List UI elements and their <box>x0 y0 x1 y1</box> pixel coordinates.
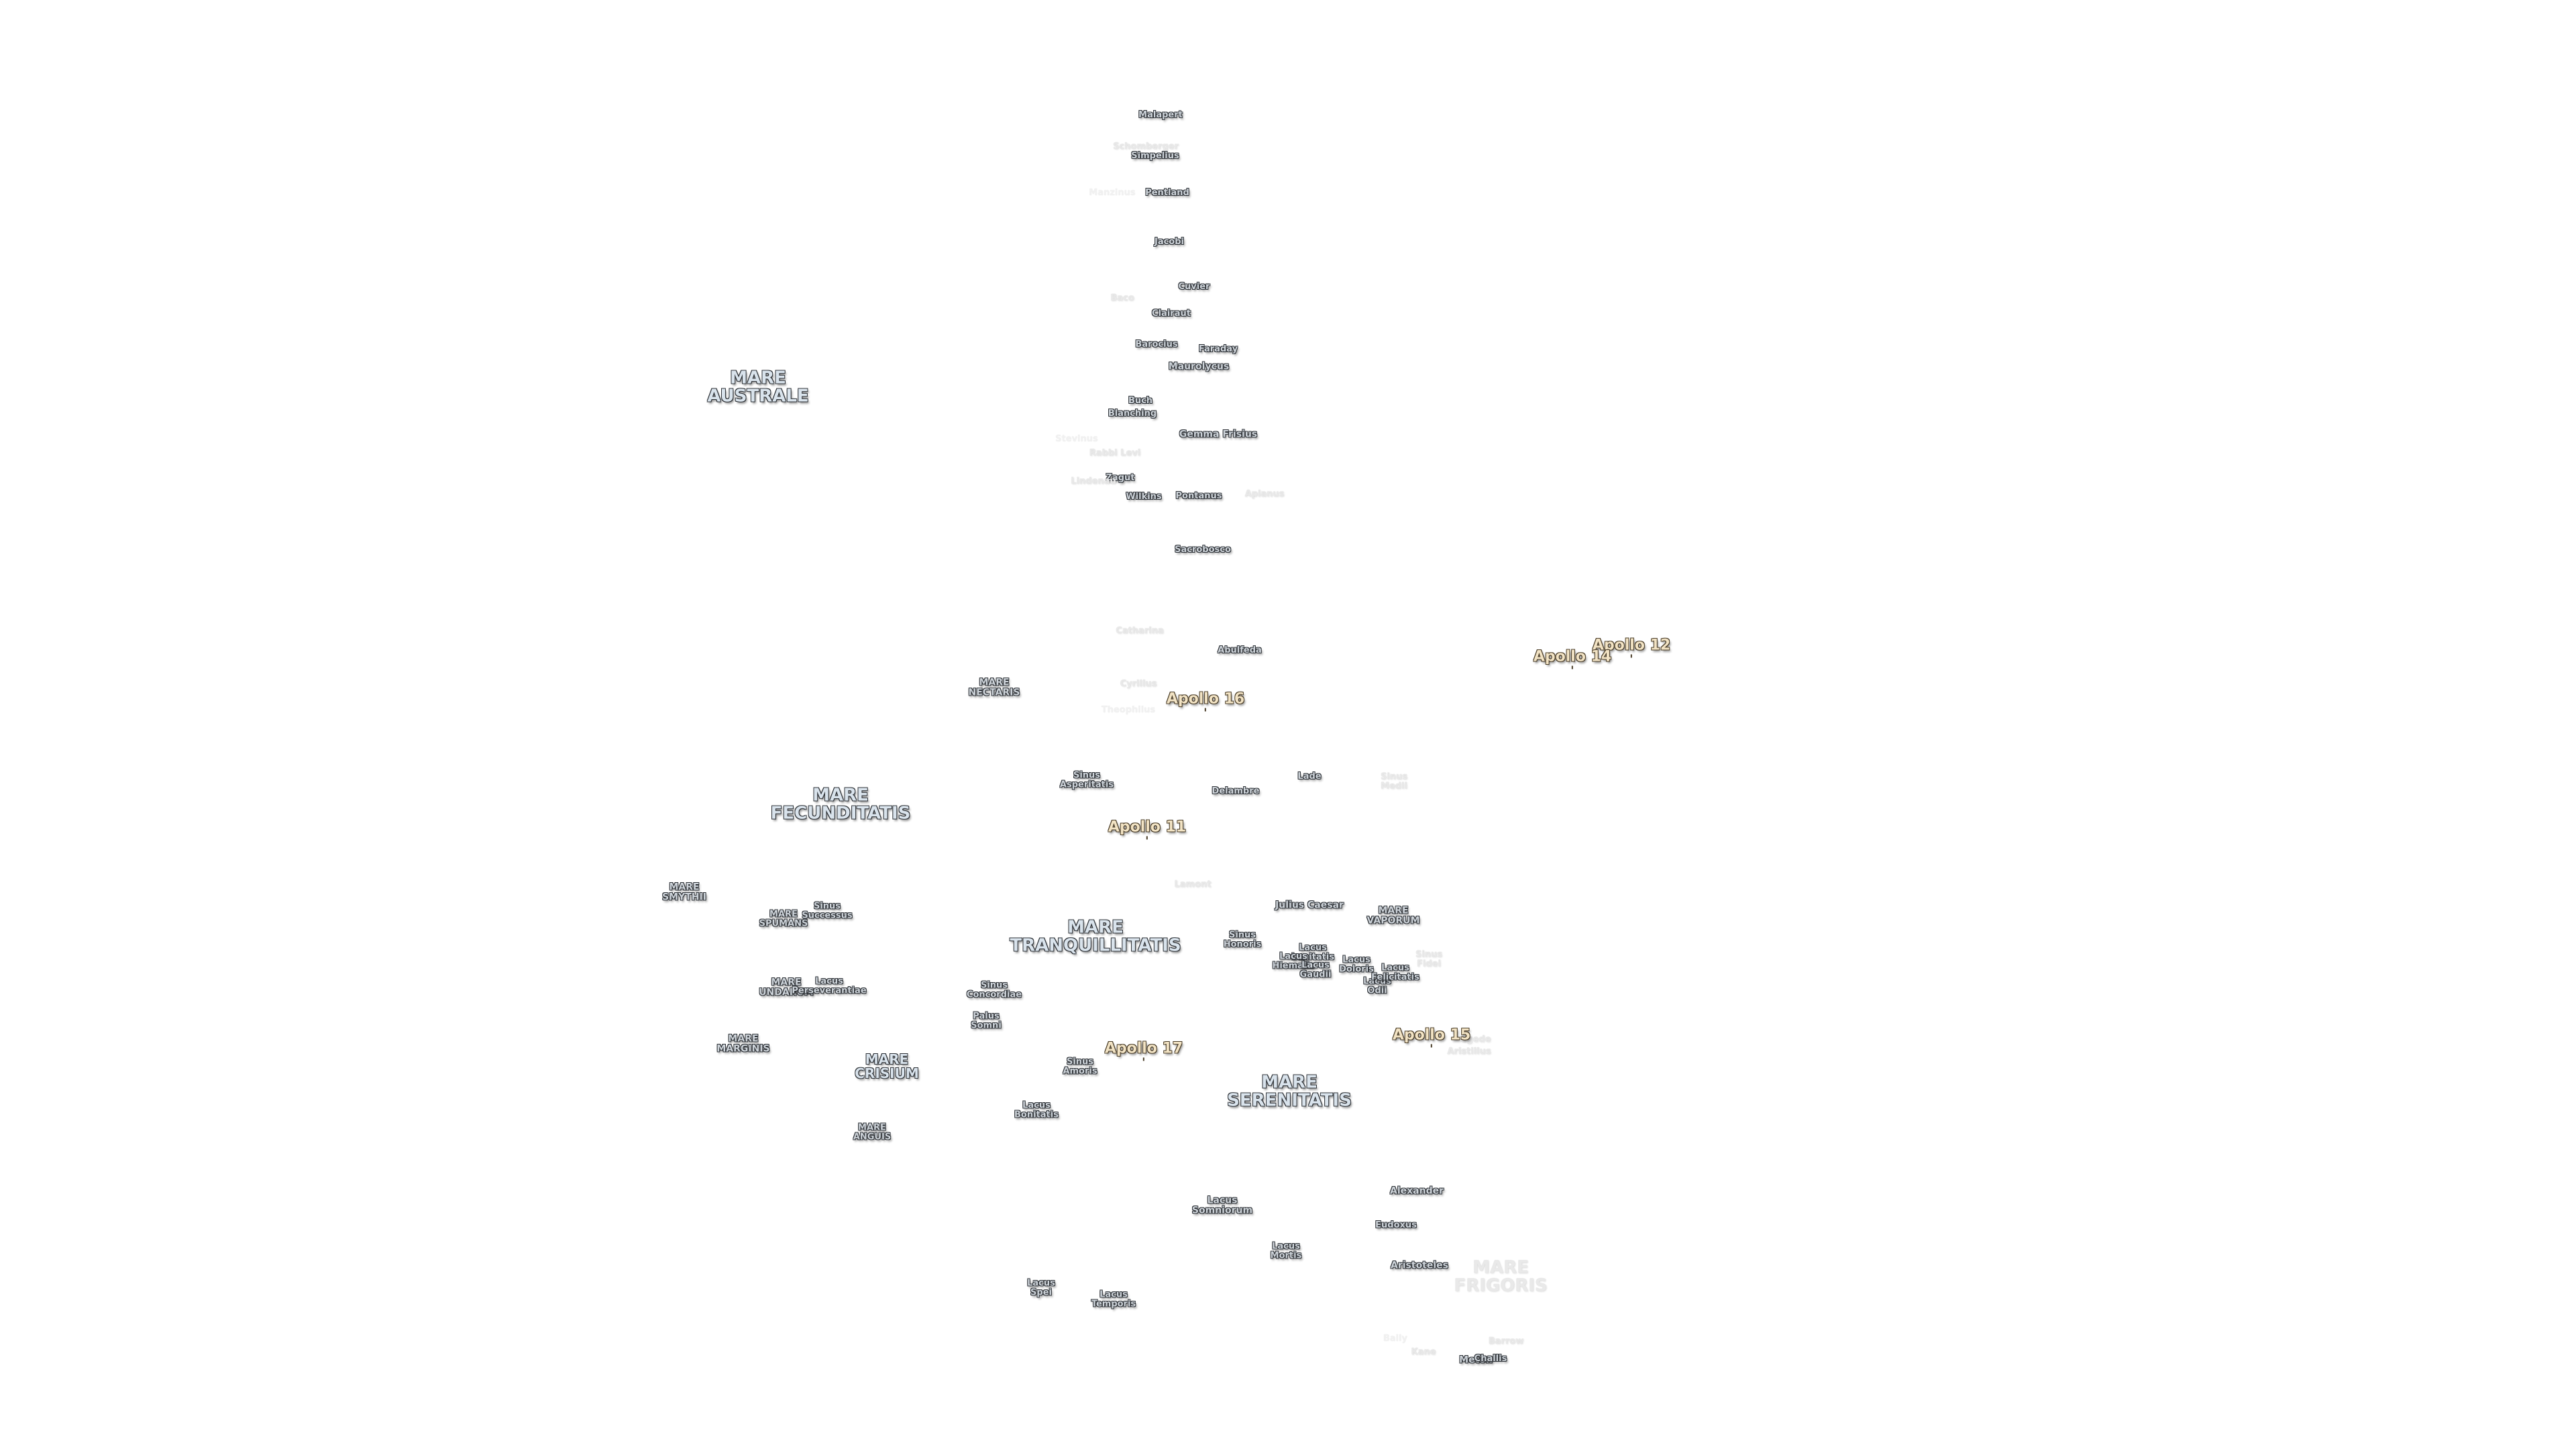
feature-label-maurolycus: Maurolycus <box>1168 361 1230 372</box>
feature-label-lacus-gaudii: Lacus Gaudii <box>1299 960 1332 979</box>
feature-label-palus-somni: Palus Somni <box>971 1011 1002 1030</box>
feature-label-mare-fecunditatis: MARE FECUNDITATIS <box>770 785 911 824</box>
feature-label-sinus-honoris: Sinus Honoris <box>1223 930 1262 949</box>
feature-label-lacus-somniorum: Lacus Somniorum <box>1191 1195 1253 1216</box>
feature-label-jacobi: Jacobi <box>1154 237 1185 248</box>
feature-label-blanching: Blanching <box>1108 409 1157 419</box>
feature-label-sinus-concordiae: Sinus Concordiae <box>966 980 1022 1000</box>
feature-label-lacus-odii: Lacus Odii <box>1363 976 1391 996</box>
feature-label-sacrobosco: Sacrobosco <box>1175 545 1231 555</box>
feature-label-catharina: Catharina <box>1116 626 1164 637</box>
feature-label-kane: Kane <box>1411 1347 1436 1358</box>
feature-label-sinus-fidei: Sinus Fidei <box>1415 949 1443 969</box>
landing-site-apollo-12: Apollo 12 <box>1592 637 1671 658</box>
feature-label-mare-spumans: MARE SPUMANS <box>759 909 808 928</box>
feature-label-manzinus: Manzinus <box>1089 188 1136 199</box>
feature-label-gemma-frisius: Gemma Frisius <box>1179 429 1258 440</box>
landing-site-apollo-15: Apollo 15 <box>1392 1026 1471 1048</box>
feature-label-clairaut: Clairaut <box>1152 309 1191 319</box>
feature-label-pentland: Pentland <box>1145 188 1189 199</box>
feature-label-lindenau: Lindenau <box>1071 476 1116 487</box>
feature-label-theophilus: Theophilus <box>1101 705 1156 716</box>
feature-label-lacus-doloris: Lacus Doloris <box>1339 955 1374 974</box>
feature-label-lacus-mortis: Lacus Mortis <box>1270 1241 1302 1260</box>
feature-label-mare-frigoris: MARE FRIGORIS <box>1454 1257 1548 1296</box>
feature-label-mare-crisium: MARE CRISIUM <box>855 1051 919 1081</box>
landing-site-apollo-16: Apollo 16 <box>1166 690 1245 712</box>
landing-site-apollo-11: Apollo 11 <box>1108 818 1187 840</box>
feature-label-buch: Buch <box>1128 396 1153 407</box>
feature-label-zagut: Zagut <box>1106 473 1135 484</box>
feature-label-pontanus: Pontanus <box>1175 491 1222 502</box>
feature-label-egede: Egede <box>1460 1034 1491 1045</box>
feature-label-sinus-amoris: Sinus Amoris <box>1063 1057 1097 1076</box>
feature-label-stevinus: Stevinus <box>1055 434 1098 445</box>
feature-label-lacus-perseverantiae: Lacus Perseverantiae <box>792 976 867 996</box>
feature-label-mare-vaporum: MARE VAPORUM <box>1366 905 1420 926</box>
feature-label-lacus-felicitatis: Lacus Felicitatis <box>1371 963 1419 982</box>
feature-label-lacus-temporis: Lacus Temporis <box>1091 1289 1136 1309</box>
feature-label-mare-anguis: MARE ANGUIS <box>853 1122 892 1142</box>
feature-label-lacus-hiemalis: Lacus Hiemalis <box>1272 951 1315 971</box>
feature-label-meton: Meton <box>1459 1354 1493 1366</box>
feature-label-baily: Baily <box>1383 1334 1408 1344</box>
feature-label-cuvier: Cuvier <box>1178 282 1210 292</box>
feature-label-schomberger: Schomberger <box>1113 142 1179 152</box>
feature-label-lacus-spei: Lacus Spei <box>1027 1278 1055 1297</box>
feature-label-mare-nectaris: MARE NECTARIS <box>968 677 1020 698</box>
feature-label-mare-smythii: MARE SMYTHII <box>662 881 706 902</box>
feature-label-sinus-medii: Sinus Medii <box>1380 771 1408 791</box>
feature-label-mare-serenitatis: MARE SERENITATIS <box>1227 1072 1352 1111</box>
feature-label-rabbi-levi: Rabbi Levi <box>1089 448 1141 459</box>
feature-label-aristoteles: Aristoteles <box>1391 1260 1448 1271</box>
feature-label-eudoxus: Eudoxus <box>1375 1220 1417 1231</box>
feature-label-aristillus: Aristillus <box>1447 1046 1491 1057</box>
feature-label-lacus-lenitatis: Lacus Lenitatis <box>1291 943 1335 962</box>
feature-label-challis: Challis <box>1474 1354 1507 1364</box>
feature-label-sinus-successus: Sinus Successus <box>802 901 853 920</box>
feature-label-sinus-asperitatis: Sinus Asperitatis <box>1059 770 1114 790</box>
feature-label-malapert: Malapert <box>1138 110 1183 121</box>
feature-label-apianus: Apianus <box>1244 489 1285 500</box>
feature-label-barocius: Barocius <box>1135 339 1178 350</box>
feature-label-simpelius: Simpelius <box>1131 151 1179 162</box>
feature-label-lacus-bonitatis: Lacus Bonitatis <box>1014 1100 1059 1120</box>
feature-label-delambre: Delambre <box>1212 786 1260 797</box>
feature-label-mare-tranquillitatis: MARE TRANQUILLITATIS <box>1010 917 1181 956</box>
feature-label-barrow: Barrow <box>1488 1336 1524 1347</box>
feature-label-abulfeda: Abulfeda <box>1218 645 1262 656</box>
feature-label-faraday: Faraday <box>1198 344 1238 355</box>
feature-label-mare-undarum: MARE UNDARUM <box>759 977 814 998</box>
feature-label-baco: Baco <box>1110 293 1134 304</box>
feature-label-cyrillus: Cyrillus <box>1120 679 1157 690</box>
feature-label-mare-marginis: MARE MARGINIS <box>716 1033 770 1054</box>
feature-label-mare-australe: MARE AUSTRALE <box>707 368 809 407</box>
landing-site-apollo-17: Apollo 17 <box>1104 1040 1183 1061</box>
feature-label-lade: Lade <box>1297 771 1322 782</box>
feature-label-lamont: Lamont <box>1174 879 1212 890</box>
landing-site-apollo-14: Apollo 14 <box>1533 648 1612 669</box>
feature-label-alexander: Alexander <box>1390 1185 1444 1197</box>
feature-label-julius-caesar: Julius Caesar <box>1275 900 1344 911</box>
feature-label-wilkins: Wilkins <box>1126 492 1162 502</box>
